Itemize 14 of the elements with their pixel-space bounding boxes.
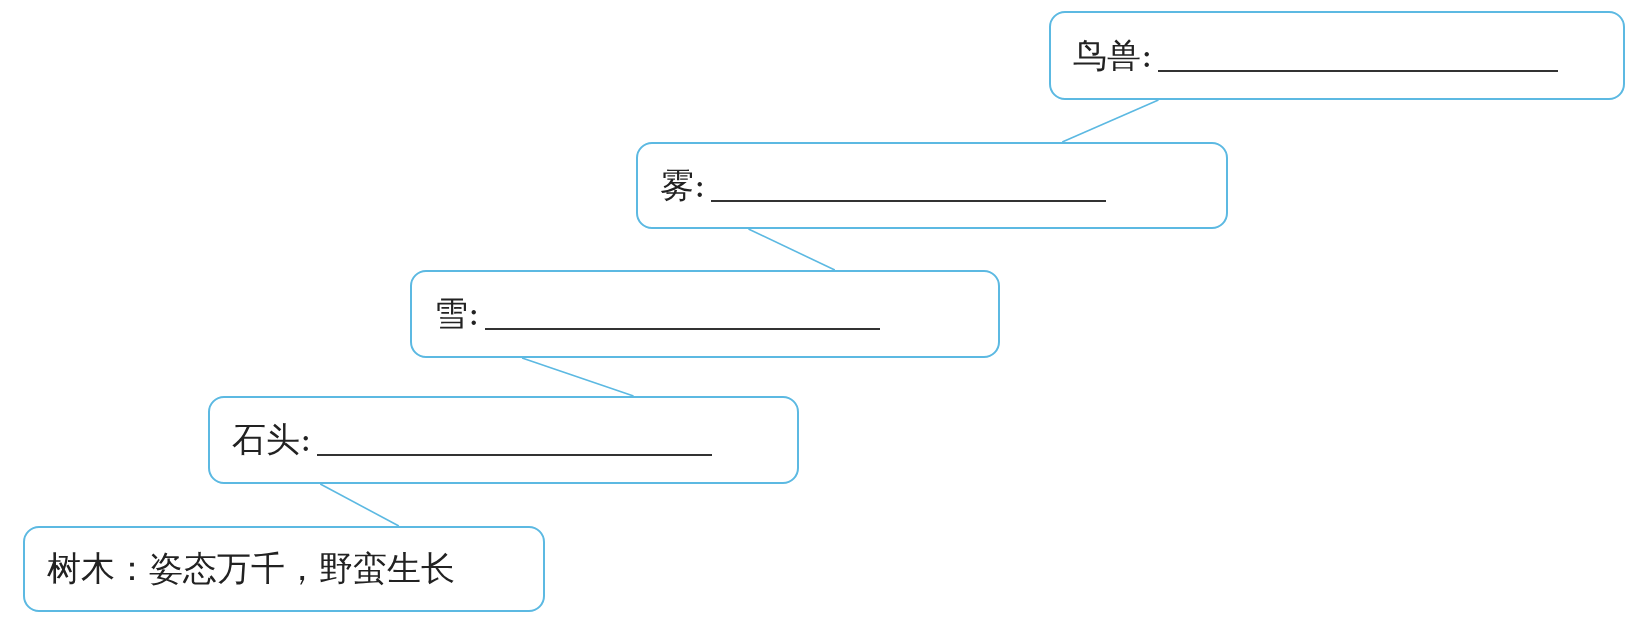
- rounded-label-box: [208, 396, 799, 484]
- rounded-label-box: [23, 526, 545, 612]
- connector-line: [1061, 99, 1160, 143]
- label-text: 鸟兽:: [1073, 33, 1153, 77]
- label-text: 树木：姿态万千，野蛮生长: [47, 547, 455, 590]
- rounded-label-box: [410, 270, 1000, 358]
- connector-line: [521, 357, 635, 397]
- label-text: 石头:: [232, 418, 312, 461]
- label-text: 雾:: [660, 163, 706, 207]
- rounded-label-box: [1049, 11, 1625, 100]
- label-text: 雪:: [434, 292, 480, 335]
- connector-line: [319, 483, 400, 527]
- rounded-label-box: [636, 142, 1228, 229]
- connector-line: [747, 228, 836, 271]
